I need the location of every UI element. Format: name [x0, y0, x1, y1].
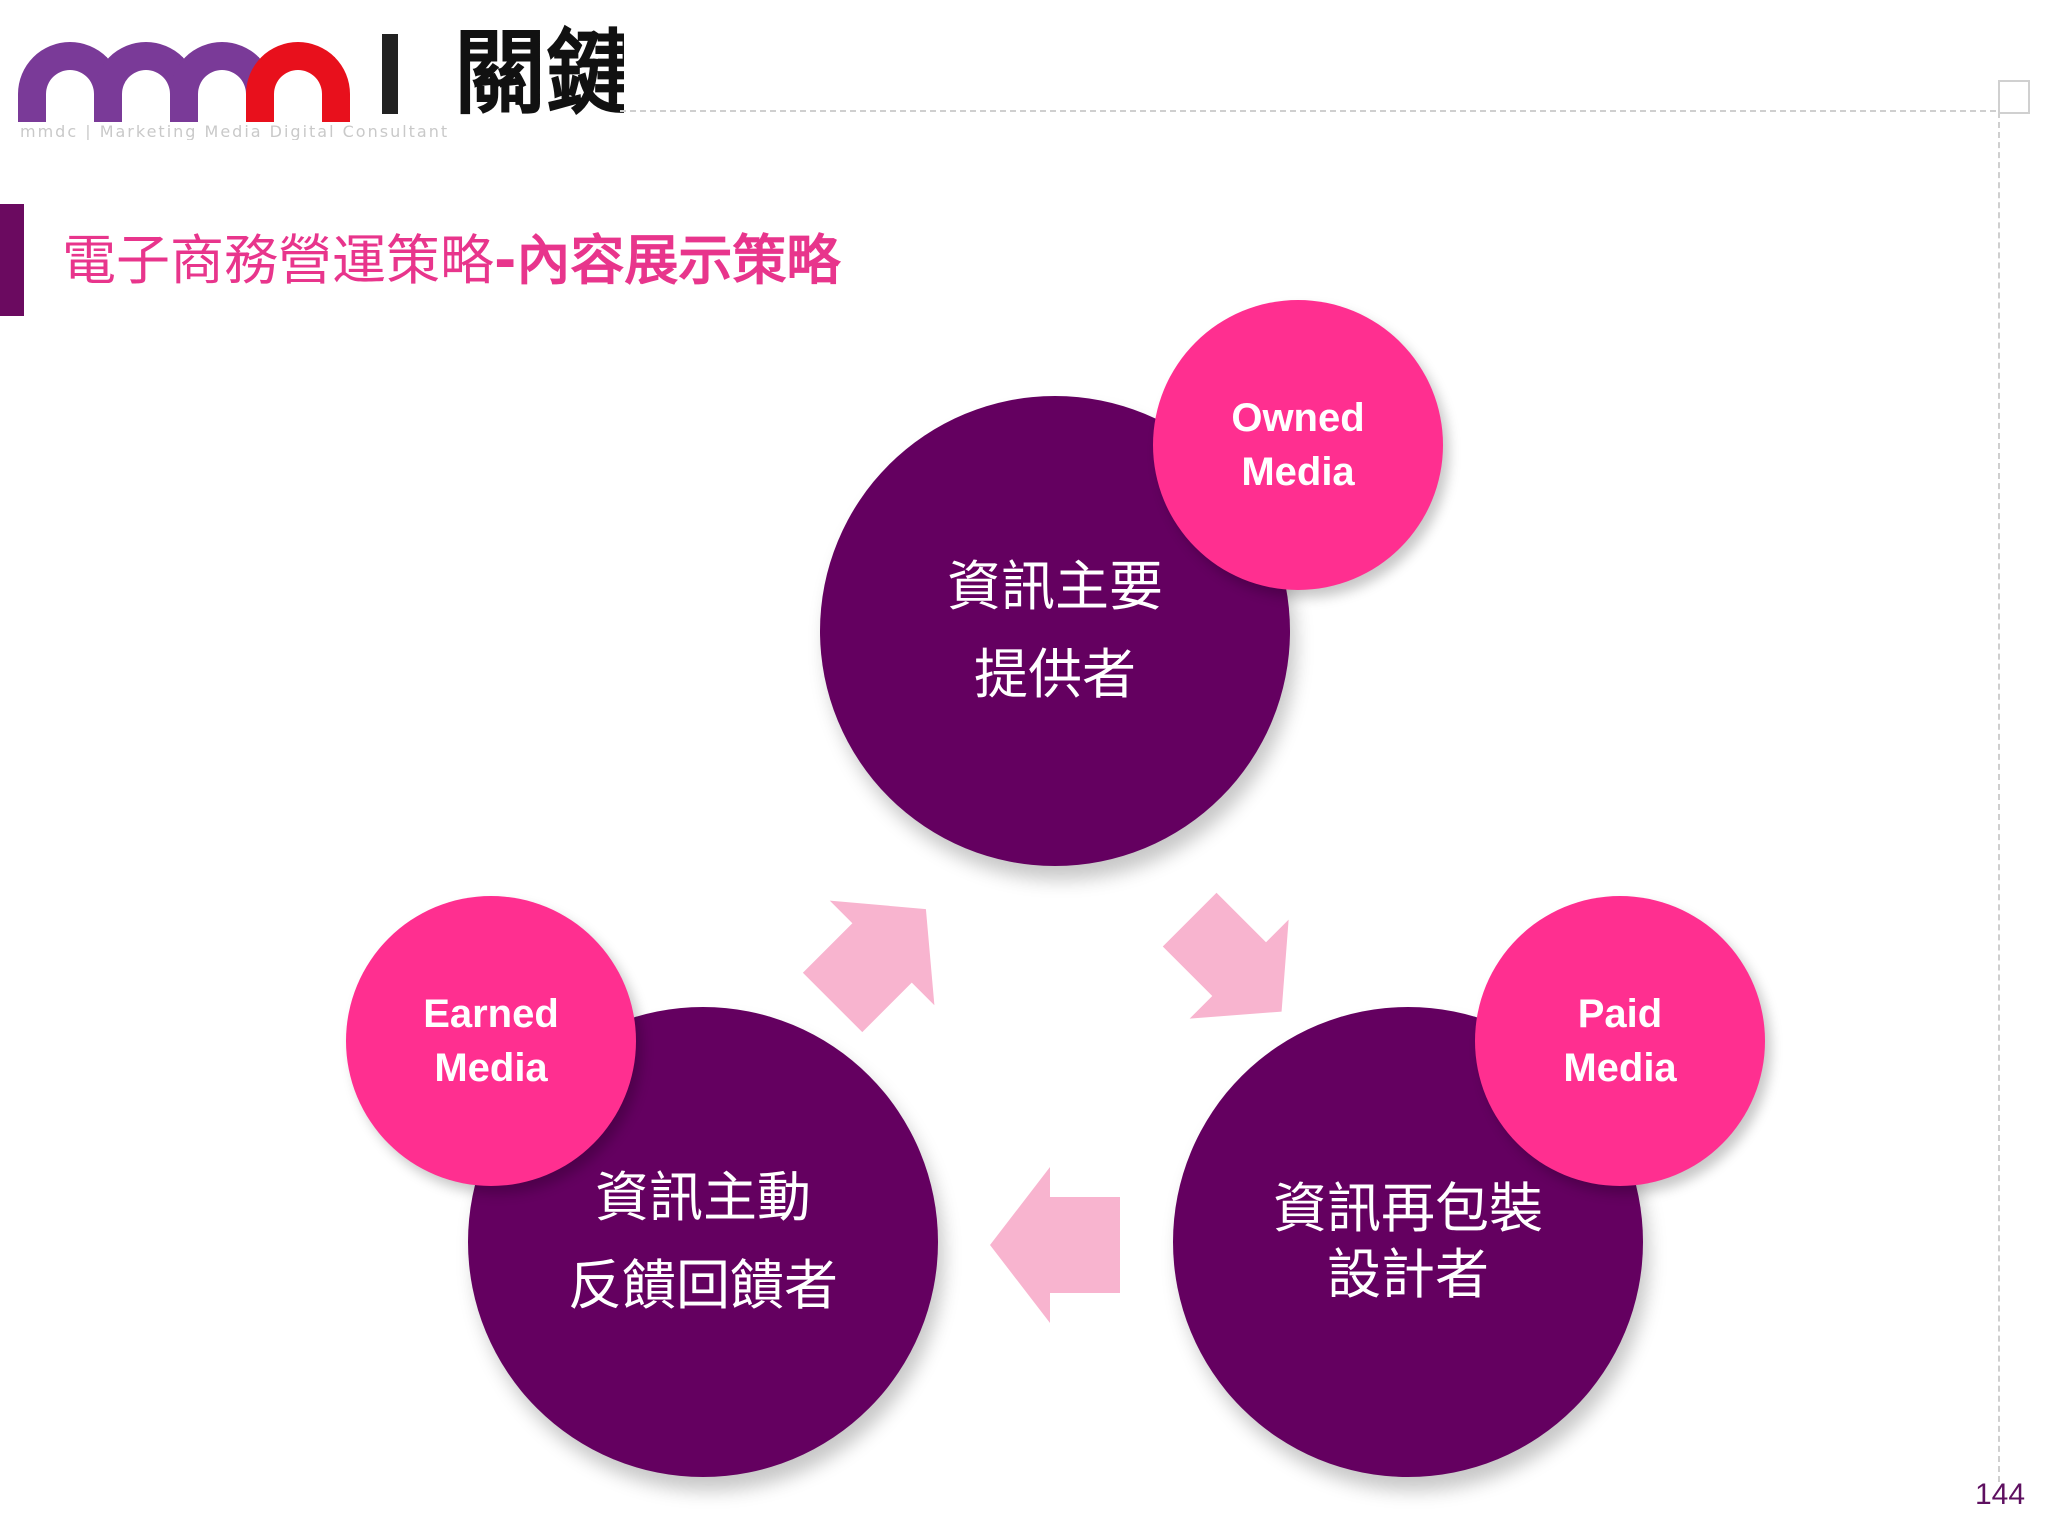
logo-subtitle: mmdc | Marketing Media Digital Consultan…: [20, 122, 450, 140]
node-content-repackager-line2: 設計者: [1327, 1243, 1489, 1306]
badge-paid-media-line2: Media: [1563, 1046, 1677, 1090]
badge-owned-media: Owned Media: [1153, 300, 1443, 590]
arrow-owned-to-paid: [1162, 892, 1289, 1019]
title-accent-bar: [0, 204, 24, 316]
node-content-provider-line1: 資訊主要: [947, 555, 1163, 618]
node-content-provider: 資訊主要 提供者: [820, 396, 1290, 866]
frame-corner-box: [1998, 80, 2030, 114]
arrow-paid-to-earned: [990, 1167, 1120, 1323]
arrow-earned-to-owned: [802, 900, 935, 1033]
node-feedback-giver-line2: 反饋回饋者: [568, 1254, 838, 1317]
page-number: 144: [1975, 1478, 2026, 1511]
badge-earned-media-line2: Media: [434, 1046, 548, 1090]
slide-title-part1: 電子商務營運策略: [62, 229, 494, 292]
node-feedback-giver-line1: 資訊主動: [595, 1166, 811, 1229]
node-content-repackager-line1: 資訊再包裝: [1273, 1177, 1543, 1240]
badge-owned-media-line1: Owned: [1231, 396, 1365, 440]
logo-chinese-wrap: 關鍵: [454, 18, 624, 128]
badge-owned-media-line2: Media: [1241, 450, 1355, 494]
badge-paid-media: Paid Media: [1475, 896, 1765, 1186]
badge-earned-media: Earned Media: [346, 896, 636, 1186]
frame-dashed-top: [620, 110, 2026, 112]
badge-earned-media-line1: Earned: [423, 992, 559, 1036]
logo-chinese-text: 關鍵: [454, 19, 624, 127]
badge-paid-media-line1: Paid: [1577, 992, 1663, 1036]
slide-title-part2: -內容展示策略: [494, 229, 841, 292]
slide-title: 電子商務營運策略-內容展示策略: [62, 226, 840, 296]
logo-separator: [382, 34, 398, 114]
node-content-provider-line2: 提供者: [974, 643, 1136, 706]
company-logo-mark: [18, 26, 358, 122]
frame-dashed-right: [1998, 112, 2000, 1482]
